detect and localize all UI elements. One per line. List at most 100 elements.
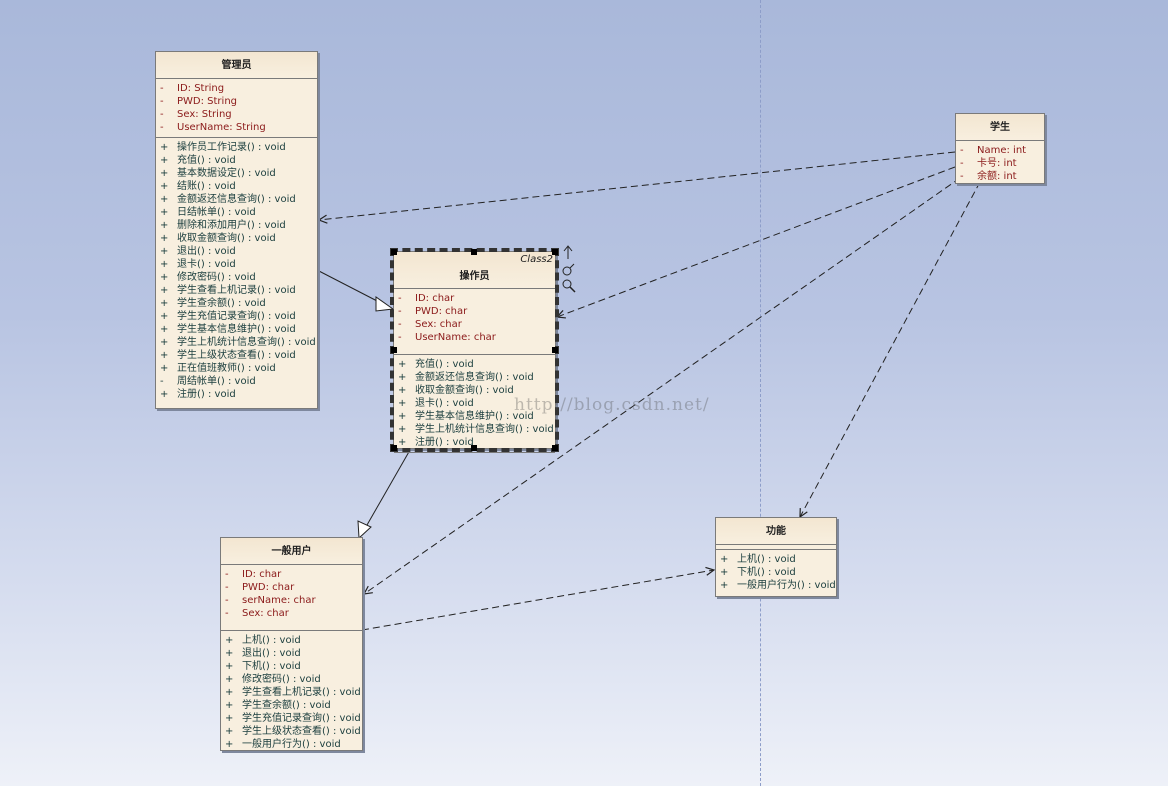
- operation-row[interactable]: + 退卡() : void: [156, 258, 317, 271]
- operation-row[interactable]: +上机() : void: [716, 553, 836, 566]
- attribute-text: PWD: String: [177, 96, 238, 107]
- operation-row[interactable]: +修改密码() : void: [156, 271, 317, 284]
- operation-row[interactable]: +日结帐单() : void: [156, 206, 317, 219]
- visibility-marker: +: [398, 359, 407, 370]
- operation-text: 学生基本信息维护() : void: [415, 411, 534, 422]
- class-general-user[interactable]: 一般用户 -ID: char-PWD: char-serName: char-S…: [220, 537, 363, 751]
- operation-row[interactable]: +注册() : void: [156, 388, 317, 401]
- attribute-text: Sex: String: [177, 109, 232, 120]
- operation-row[interactable]: +学生上机统计信息查询() : void: [394, 423, 555, 436]
- operation-text: 基本数据设定() : void: [177, 168, 276, 179]
- operation-row[interactable]: +基本数据设定() : void: [156, 167, 317, 180]
- link-icon[interactable]: [562, 262, 576, 279]
- resize-handle[interactable]: [552, 347, 558, 353]
- attribute-compartment: -ID: char-PWD: char-serName: char-Sex: c…: [221, 565, 362, 631]
- operation-row[interactable]: +金额返还信息查询() : void: [394, 371, 555, 384]
- operation-row[interactable]: +学生上机统计信息查询() : void: [156, 336, 317, 349]
- resize-handle[interactable]: [391, 249, 397, 255]
- class-student[interactable]: 学生 -Name: int-卡号: int-余额: int: [955, 113, 1045, 184]
- arrow-up-icon[interactable]: [563, 245, 573, 262]
- dependency-student-function[interactable]: [800, 181, 981, 517]
- operation-row[interactable]: +操作员工作记录() : void: [156, 141, 317, 154]
- operation-row[interactable]: +正在值班教师() : void: [156, 362, 317, 375]
- operation-row[interactable]: +学生上级状态查看() : void: [221, 725, 362, 738]
- operation-text: 删除和添加用户() : void: [177, 220, 286, 231]
- attribute-row[interactable]: -Sex: char: [221, 607, 362, 620]
- operation-row[interactable]: +退出() : void: [156, 245, 317, 258]
- operation-row[interactable]: +学生查看上机记录() : void: [156, 284, 317, 297]
- class-function[interactable]: 功能 +上机() : void+下机() : void+一般用户行为() : v…: [715, 517, 837, 597]
- operation-text: 上机() : void: [242, 635, 301, 646]
- operation-text: 操作员工作记录() : void: [177, 142, 286, 153]
- dependency-student-admin[interactable]: [319, 151, 956, 220]
- attribute-row[interactable]: -PWD: char: [221, 581, 362, 594]
- operation-text: 退卡() : void: [177, 259, 236, 270]
- visibility-marker: +: [225, 713, 234, 724]
- operation-row[interactable]: +下机() : void: [221, 660, 362, 673]
- resize-handle[interactable]: [471, 445, 477, 451]
- operation-row[interactable]: +收取金额查询() : void: [394, 384, 555, 397]
- operation-row[interactable]: +修改密码() : void: [221, 673, 362, 686]
- operation-row[interactable]: +学生查余额() : void: [156, 297, 317, 310]
- resize-handle[interactable]: [552, 249, 558, 255]
- attribute-row[interactable]: -Sex: String: [156, 108, 317, 121]
- operation-row[interactable]: +注册() : void: [394, 436, 555, 449]
- resize-handle[interactable]: [391, 445, 397, 451]
- dependency-user-function[interactable]: [361, 570, 714, 631]
- operation-text: 学生充值记录查询() : void: [177, 311, 296, 322]
- generalization-operator-user[interactable]: [366, 449, 411, 526]
- resize-handle[interactable]: [391, 347, 397, 353]
- attribute-row[interactable]: -PWD: char: [394, 305, 555, 318]
- dependency-student-user[interactable]: [364, 177, 961, 594]
- operation-row[interactable]: +收取金额查询() : void: [156, 232, 317, 245]
- attribute-text: ID: char: [415, 293, 455, 304]
- attribute-row[interactable]: -ID: char: [394, 292, 555, 305]
- visibility-marker: +: [160, 194, 169, 205]
- operation-row[interactable]: +一般用户行为() : void: [716, 579, 836, 592]
- attribute-row[interactable]: -ID: char: [221, 568, 362, 581]
- operation-row[interactable]: -周结帐单() : void: [156, 375, 317, 388]
- operation-row[interactable]: +学生查余额() : void: [221, 699, 362, 712]
- attribute-row[interactable]: -余额: int: [956, 170, 1044, 183]
- operation-text: 周结帐单() : void: [177, 376, 256, 387]
- operation-row[interactable]: +充值() : void: [394, 358, 555, 371]
- operation-row[interactable]: +充值() : void: [156, 154, 317, 167]
- resize-handle[interactable]: [552, 445, 558, 451]
- operation-row[interactable]: +金额返还信息查询() : void: [156, 193, 317, 206]
- operation-row[interactable]: +学生基本信息维护() : void: [156, 323, 317, 336]
- class-admin[interactable]: 管理员 -ID: String-PWD: String-Sex: String-…: [155, 51, 318, 409]
- attribute-row[interactable]: -Sex: char: [394, 318, 555, 331]
- operation-row[interactable]: +一般用户行为() : void: [221, 738, 362, 751]
- attribute-row[interactable]: - UserName: char: [394, 331, 555, 344]
- operation-compartment: +上机() : void+退出() : void+下机() : void+修改密…: [221, 631, 362, 754]
- attribute-row[interactable]: -ID: String: [156, 82, 317, 95]
- visibility-marker: +: [398, 411, 407, 422]
- attribute-row[interactable]: -PWD: String: [156, 95, 317, 108]
- operation-row[interactable]: +学生上级状态查看() : void: [156, 349, 317, 362]
- operation-row[interactable]: +学生查看上机记录() : void: [221, 686, 362, 699]
- attribute-row[interactable]: -卡号: int: [956, 157, 1044, 170]
- visibility-marker: +: [160, 259, 169, 270]
- visibility-marker: +: [160, 246, 169, 257]
- operation-row[interactable]: +退出() : void: [221, 647, 362, 660]
- operation-row[interactable]: +学生充值记录查询() : void: [156, 310, 317, 323]
- operation-row[interactable]: +学生充值记录查询() : void: [221, 712, 362, 725]
- attribute-text: UserName: char: [415, 332, 496, 343]
- operation-row[interactable]: + 学生基本信息维护() : void: [394, 410, 555, 423]
- operation-row[interactable]: +下机() : void: [716, 566, 836, 579]
- attribute-row[interactable]: -UserName: String: [156, 121, 317, 134]
- visibility-marker: -: [398, 332, 402, 343]
- generalization-admin-operator[interactable]: [316, 269, 382, 304]
- operation-row[interactable]: +结账() : void: [156, 180, 317, 193]
- resize-handle[interactable]: [471, 249, 477, 255]
- operation-row[interactable]: +上机() : void: [221, 634, 362, 647]
- dependency-student-operator[interactable]: [557, 166, 956, 317]
- attribute-row[interactable]: -serName: char: [221, 594, 362, 607]
- zoom-icon[interactable]: [562, 279, 576, 296]
- operation-row[interactable]: +退卡() : void: [394, 397, 555, 410]
- class-operator[interactable]: Class2 操作员 -ID: char-PWD: char-Sex: char…: [390, 248, 559, 453]
- attribute-text: Sex: char: [415, 319, 462, 330]
- operation-row[interactable]: +删除和添加用户() : void: [156, 219, 317, 232]
- attribute-row[interactable]: -Name: int: [956, 144, 1044, 157]
